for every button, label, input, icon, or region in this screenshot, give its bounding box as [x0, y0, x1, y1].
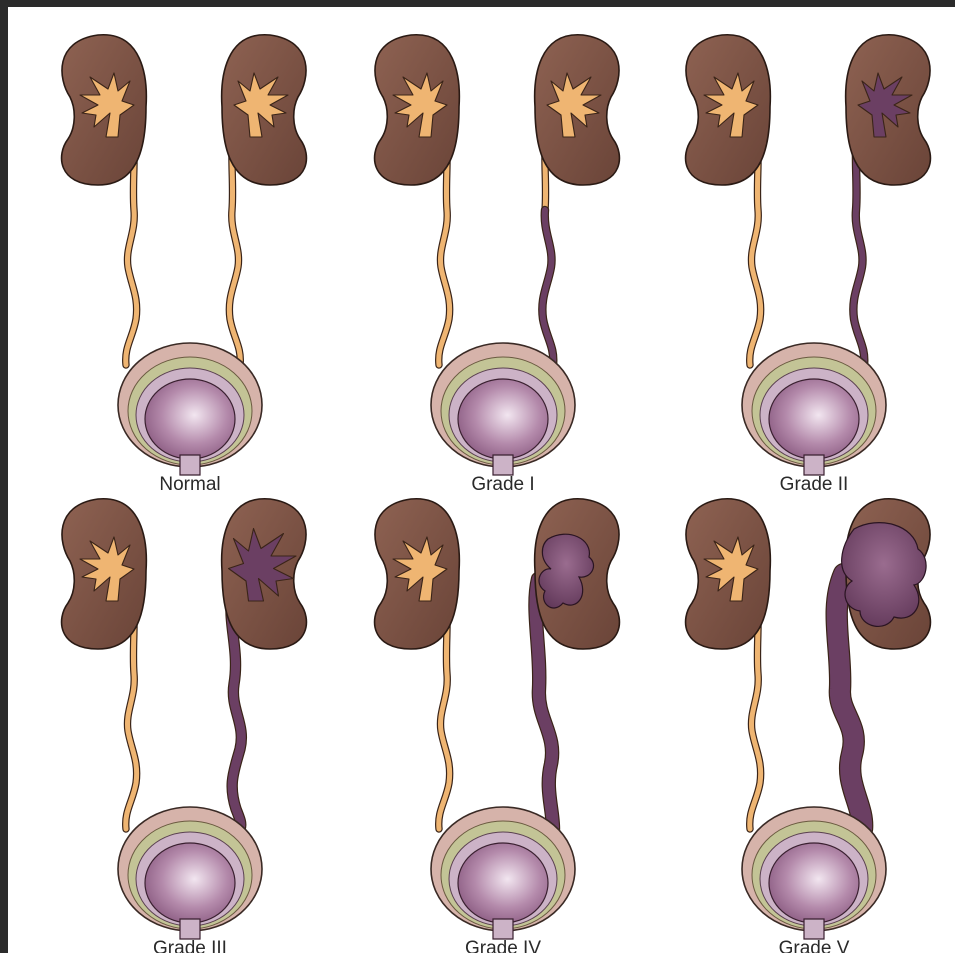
panel-normal: Normal: [62, 35, 307, 495]
reflux-grades-figure: Normal Grade I Grade II Grade III Grade IV Gr…: [8, 7, 955, 953]
bladder-urethra: [180, 455, 200, 475]
bladder-urethra: [493, 455, 513, 475]
panel-label: Grade I: [471, 474, 534, 495]
panel-grade-v: Grade V: [686, 499, 931, 953]
panel-grade-ii: Grade II: [686, 35, 931, 495]
bladder-urethra: [804, 455, 824, 475]
panel-grade-iii: Grade III: [62, 499, 307, 953]
panel-grade-i: Grade I: [375, 35, 620, 495]
panel-label: Grade IV: [465, 938, 541, 953]
bladder-lumen: [769, 379, 859, 459]
bladder-lumen: [458, 843, 548, 923]
right-ureter-reflux: [542, 210, 553, 365]
panel-label: Grade V: [779, 938, 850, 953]
bladder-urethra: [180, 919, 200, 939]
panel-label: Normal: [159, 474, 220, 495]
panel-label: Grade II: [780, 474, 849, 495]
bladder-lumen: [145, 843, 235, 923]
panel-grade-iv: Grade IV: [375, 499, 620, 953]
bladder-lumen: [769, 843, 859, 923]
bladder-lumen: [458, 379, 548, 459]
bladder-urethra: [493, 919, 513, 939]
bladder-lumen: [145, 379, 235, 459]
bladder-urethra: [804, 919, 824, 939]
figure-canvas: Normal Grade I Grade II Grade III Grade IV Gr…: [8, 7, 955, 953]
panel-label: Grade III: [153, 938, 227, 953]
